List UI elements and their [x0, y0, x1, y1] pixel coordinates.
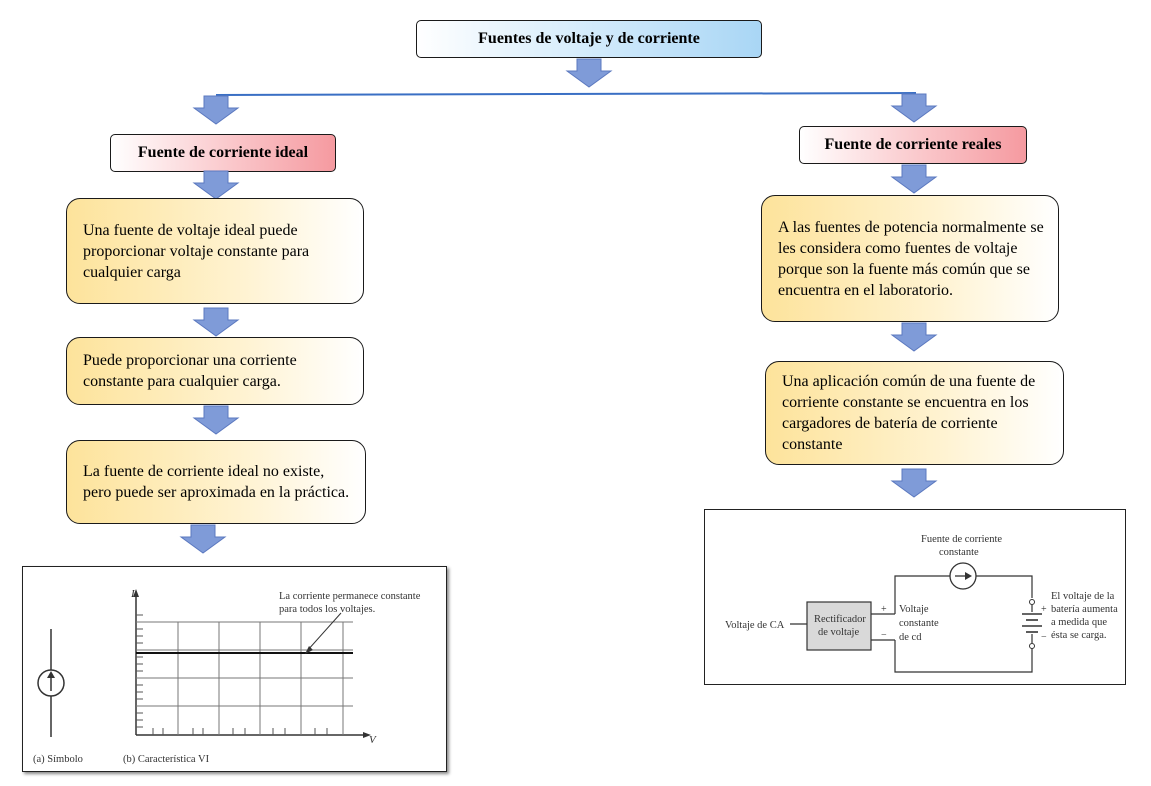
left-heading-text: Fuente de corriente ideal	[137, 144, 309, 161]
left-note-1: Una fuente de voltaje ideal puede propor…	[66, 198, 364, 304]
ac-voltage-label: Voltaje de CA	[725, 620, 785, 631]
battery-plus: +	[1041, 604, 1047, 615]
down-arrow-icon	[192, 405, 240, 435]
battery-label-1: El voltaje de la	[1051, 591, 1115, 602]
caption-vi: (b) Característica VI	[123, 754, 210, 765]
left-note-2-text: Puede proporcionar una corriente constan…	[83, 352, 297, 390]
dc-label-3: de cd	[899, 632, 922, 643]
left-note-1-text: Una fuente de voltaje ideal puede propor…	[83, 221, 310, 281]
right-note-2-text: Una aplicación común de una fuente de co…	[782, 373, 1036, 453]
down-arrow-icon	[890, 468, 938, 498]
rectifier-block	[806, 601, 872, 651]
source-label-2: constante	[939, 547, 979, 558]
rectifier-label-1: Rectificador	[814, 614, 866, 625]
down-arrow-icon	[192, 170, 240, 200]
caption-symbol: (a) Símbolo	[33, 754, 83, 765]
rectifier-plus: +	[881, 604, 887, 615]
y-axis-label: I	[130, 588, 136, 600]
right-note-2: Una aplicación común de una fuente de co…	[765, 361, 1064, 465]
left-heading: Fuente de corriente ideal	[110, 134, 336, 172]
battery-charger-figure: Voltaje de CA Rectificador de voltaje + …	[704, 509, 1126, 685]
down-arrow-icon	[179, 524, 227, 554]
down-arrow-icon	[890, 164, 938, 194]
battery-minus: −	[1041, 632, 1047, 643]
right-note-1: A las fuentes de potencia normalmente se…	[761, 195, 1059, 322]
dc-label-1: Voltaje	[899, 604, 929, 615]
down-arrow-icon	[890, 93, 938, 123]
down-arrow-icon	[192, 95, 240, 125]
battery-label-3: a medida que	[1051, 617, 1107, 628]
left-note-3: La fuente de corriente ideal no existe, …	[66, 440, 366, 524]
down-arrow-icon	[565, 58, 613, 88]
down-arrow-icon	[192, 307, 240, 337]
left-note-2: Puede proporcionar una corriente constan…	[66, 337, 364, 405]
battery-label-4: ésta se carga.	[1051, 630, 1106, 641]
dc-label-2: constante	[899, 618, 939, 629]
source-label-1: Fuente de corriente	[921, 534, 1002, 545]
annotation-line-1: La corriente permanece constante	[279, 591, 421, 602]
annotation-line-2: para todos los voltajes.	[279, 604, 375, 615]
battery-label-2: batería aumenta	[1051, 604, 1118, 615]
charger-circuit-drawing: Voltaje de CA Rectificador de voltaje + …	[725, 534, 1118, 673]
right-heading: Fuente de corriente reales	[799, 126, 1027, 164]
down-arrow-icon	[890, 322, 938, 352]
vi-figure-drawing: La corriente permanece constante para to…	[33, 588, 421, 765]
rectifier-minus: −	[881, 630, 887, 641]
rectifier-label-2: de voltaje	[818, 627, 859, 638]
diagram-title-text: Fuentes de voltaje y de corriente	[478, 30, 700, 47]
diagram-title: Fuentes de voltaje y de corriente	[416, 20, 762, 58]
right-note-1-text: A las fuentes de potencia normalmente se…	[778, 218, 1044, 299]
battery-icon	[1022, 613, 1042, 633]
x-axis-label: V	[369, 734, 377, 746]
vi-characteristic-figure: La corriente permanece constante para to…	[22, 566, 447, 772]
right-heading-text: Fuente de corriente reales	[824, 136, 1002, 153]
left-note-3-text: La fuente de corriente ideal no existe, …	[83, 463, 350, 501]
